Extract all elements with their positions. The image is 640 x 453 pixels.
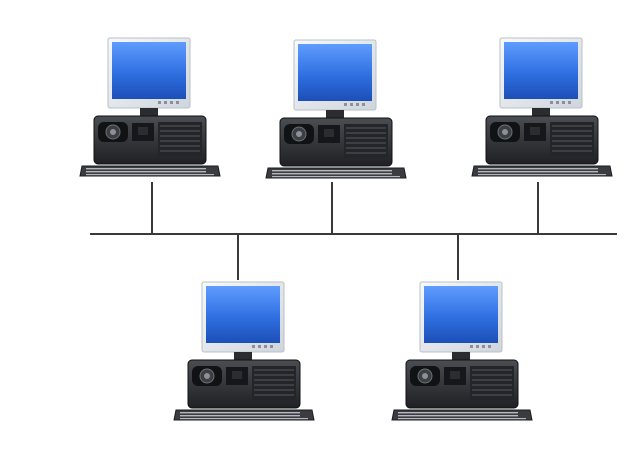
- computer-1: [79, 37, 221, 177]
- computer-5: [391, 281, 533, 421]
- computer-3: [471, 37, 613, 177]
- network-cables: [90, 182, 617, 280]
- computer-4: [173, 281, 315, 421]
- computer-2: [265, 39, 407, 179]
